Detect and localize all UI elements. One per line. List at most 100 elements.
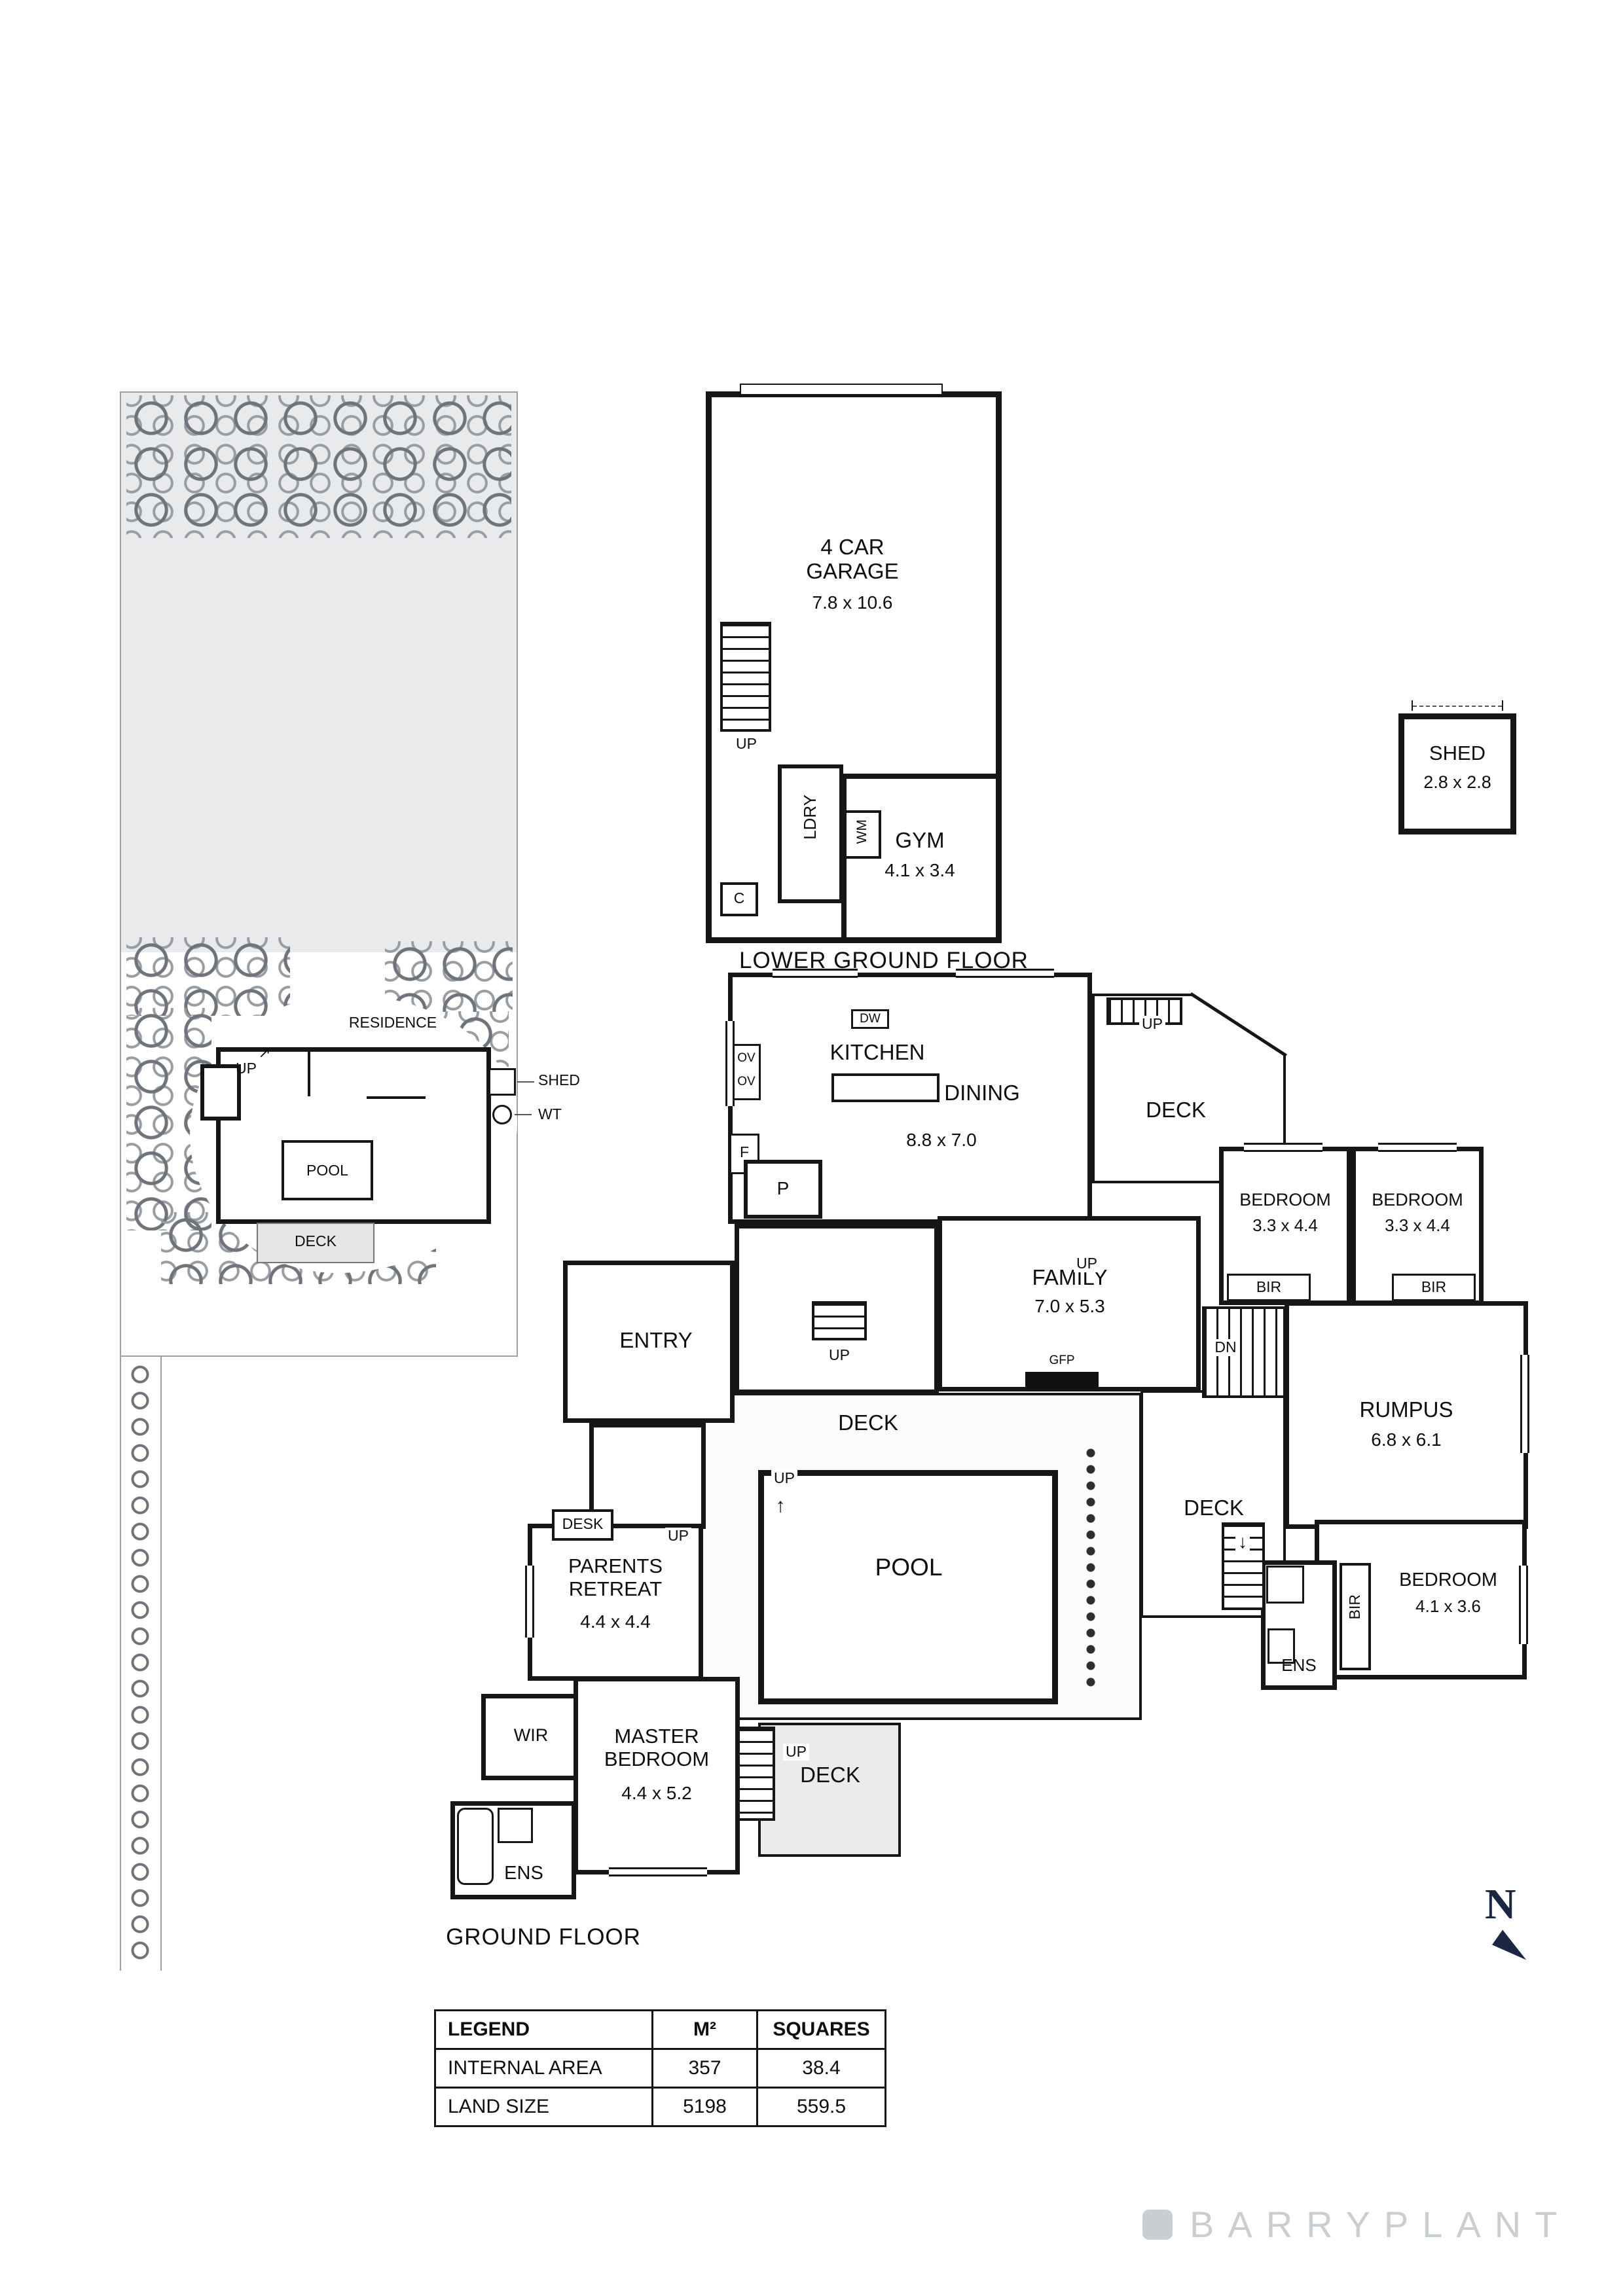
dn-label: DN — [1212, 1338, 1239, 1356]
pool — [758, 1470, 1058, 1704]
master-bedroom-dims: 4.4 x 5.2 — [621, 1783, 692, 1803]
window-dining-top — [956, 969, 1054, 978]
site-residence-label: RESIDENCE — [348, 1014, 437, 1031]
bir-b-label: BIR — [1421, 1278, 1447, 1295]
kitchen-island — [831, 1073, 939, 1102]
deck-bottom-label: DECK — [800, 1763, 860, 1787]
site-deck — [257, 1223, 374, 1263]
shed-door-dash — [1413, 706, 1502, 707]
site-residence-inner-wall2 — [367, 1096, 426, 1099]
brand-name: BARRYPLANT — [1190, 2204, 1571, 2245]
deck-right-label: DECK — [1184, 1496, 1244, 1520]
master-shower — [498, 1808, 533, 1843]
legend-header-squares: SQUARES — [756, 2009, 886, 2050]
bedroom-a-label: BEDROOM — [1239, 1190, 1331, 1210]
site-deck-label: DECK — [295, 1232, 337, 1249]
site-residence-step — [200, 1064, 241, 1121]
master-bath — [457, 1808, 494, 1885]
legend-land-size-m2: 5198 — [651, 2087, 758, 2127]
north-arrow-icon — [1492, 1929, 1533, 1966]
bir-right-robe — [1340, 1563, 1371, 1670]
window-kitchen-top — [773, 969, 858, 978]
down-arrow-right-icon: ↓ — [1235, 1532, 1250, 1552]
wm-label: WM — [854, 819, 869, 844]
up-label-pool: UP — [771, 1469, 797, 1487]
deck-bottom — [758, 1723, 901, 1857]
bedroom-b-dims: 3.3 x 4.4 — [1385, 1215, 1450, 1235]
pool-fence-dots — [1083, 1445, 1099, 1691]
room-wir — [481, 1694, 581, 1780]
room-entry — [563, 1261, 735, 1423]
window-parents-left — [525, 1566, 534, 1638]
legend-internal-area-squares: 38.4 — [756, 2048, 886, 2089]
bir-b-robe — [1392, 1274, 1476, 1301]
legend-header-row: LEGEND M² SQUARES — [434, 2009, 886, 2050]
shed-dims-label: 2.8 x 2.8 — [1423, 772, 1491, 792]
ov-label-2: OV — [737, 1075, 756, 1088]
entry-label: ENTRY — [619, 1328, 693, 1352]
legend-internal-area-m2: 357 — [651, 2048, 758, 2089]
site-wt-circle — [492, 1105, 512, 1124]
garage-stairs — [720, 622, 771, 732]
dishwasher-box — [851, 1009, 889, 1029]
bedroom-b-label: BEDROOM — [1372, 1190, 1463, 1210]
family-dims-label: 7.0 x 5.3 — [1034, 1296, 1105, 1316]
gym-wall-left — [841, 774, 847, 943]
shed-door-tick-left — [1412, 700, 1413, 711]
pool-label: POOL — [875, 1554, 943, 1581]
site-shed-square — [488, 1068, 516, 1096]
dining-dims-label: 8.8 x 7.0 — [906, 1130, 977, 1150]
room-parents-retreat — [528, 1524, 703, 1681]
site-up-label: UP — [236, 1060, 257, 1077]
window-bedroom-c-right — [1519, 1566, 1528, 1644]
brand-mark-icon — [1142, 2209, 1173, 2240]
up-label-hall: UP — [826, 1346, 852, 1364]
ldry-label: LDRY — [800, 795, 820, 840]
bedroom-c-label: BEDROOM — [1399, 1570, 1497, 1590]
ens-right-label: ENS — [1281, 1655, 1317, 1675]
legend-row-land-size: LAND SIZE 5198 559.5 — [434, 2087, 886, 2127]
legend-row-internal-area: INTERNAL AREA 357 38.4 — [434, 2048, 886, 2089]
site-shed-leader — [517, 1081, 534, 1083]
p-label: P — [776, 1178, 790, 1198]
gym-name-label: GYM — [895, 828, 945, 852]
site-pool-label: POOL — [306, 1162, 348, 1179]
parents-retreat-dims: 4.4 x 4.4 — [580, 1611, 651, 1632]
legend-land-size-label: LAND SIZE — [434, 2087, 653, 2127]
legend-land-size-squares: 559.5 — [756, 2087, 886, 2127]
gym-dims-label: 4.1 x 3.4 — [884, 860, 955, 880]
brand-logo: BARRYPLANT — [1142, 2203, 1571, 2246]
parents-retreat-label: PARENTS RETREAT — [568, 1554, 663, 1600]
wir-label: WIR — [513, 1725, 549, 1745]
tree-band-top — [126, 395, 511, 538]
stairs-deck-bottom — [737, 1727, 775, 1821]
c-box — [720, 882, 758, 916]
shed-door-tick-right — [1502, 700, 1503, 711]
site-shed-label: SHED — [538, 1071, 580, 1088]
tree-patch-d — [385, 941, 513, 1012]
dining-label: DINING — [944, 1081, 1020, 1105]
dw-label: DW — [860, 1012, 881, 1026]
window-bedroom-a — [1244, 1143, 1322, 1152]
f-label: F — [739, 1143, 750, 1160]
ens-right-wc — [1267, 1628, 1295, 1664]
hall-entry-south — [589, 1423, 706, 1529]
bedroom-a-dims: 3.3 x 4.4 — [1252, 1215, 1318, 1235]
pantry-room — [744, 1160, 822, 1219]
desk-nook — [552, 1509, 613, 1541]
room-master-bedroom — [574, 1677, 740, 1874]
window-rumpus-right — [1520, 1355, 1529, 1453]
bir-a-robe — [1227, 1274, 1311, 1301]
legend-header-m2: M² — [651, 2009, 758, 2050]
up-label-family: UP — [1074, 1255, 1100, 1272]
tree-patch-a — [126, 937, 290, 1016]
site-wt-label: WT — [538, 1105, 562, 1122]
ens-right-shower — [1266, 1566, 1304, 1604]
gym-wall-top — [841, 774, 1002, 779]
window-bedroom-b — [1378, 1143, 1457, 1152]
garage-name-label: 4 CAR GARAGE — [806, 535, 899, 583]
site-wt-leader — [515, 1114, 532, 1115]
up-label-deck-top: UP — [1139, 1015, 1165, 1033]
room-shed — [1398, 713, 1516, 834]
c-label: C — [733, 889, 745, 906]
